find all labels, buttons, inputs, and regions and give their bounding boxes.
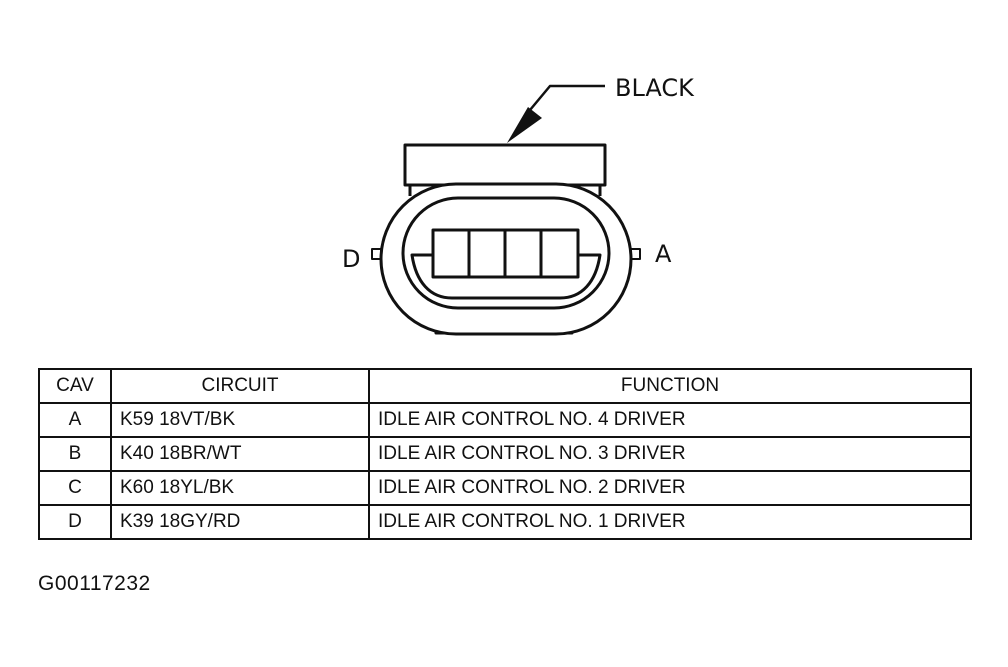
cell-function: IDLE AIR CONTROL NO. 3 DRIVER	[368, 436, 972, 472]
cell-circuit: K40 18BR/WT	[110, 436, 370, 472]
color-leader-line	[529, 84, 605, 111]
table-header-row: CAV CIRCUIT FUNCTION	[38, 368, 972, 404]
cavity-a-label: A	[655, 240, 672, 268]
cell-function: IDLE AIR CONTROL NO. 1 DRIVER	[368, 504, 972, 540]
connector-face	[401, 196, 611, 310]
cell-cav: C	[38, 470, 112, 506]
connector-color-label: BLACK	[615, 74, 695, 102]
header-cav: CAV	[38, 368, 112, 404]
cell-cav: B	[38, 436, 112, 472]
color-leader-arrow	[507, 107, 542, 143]
cell-cav: D	[38, 504, 112, 540]
cell-circuit: K39 18GY/RD	[110, 504, 370, 540]
connector-diagram: BLACK D A	[342, 74, 695, 336]
pinout-table: CAV CIRCUIT FUNCTION A K59 18VT/BK IDLE …	[38, 368, 972, 540]
cavity-a-marker	[630, 248, 641, 260]
cell-function: IDLE AIR CONTROL NO. 2 DRIVER	[368, 470, 972, 506]
table-row: A K59 18VT/BK IDLE AIR CONTROL NO. 4 DRI…	[38, 402, 972, 438]
cell-circuit: K59 18VT/BK	[110, 402, 370, 438]
header-circuit: CIRCUIT	[110, 368, 370, 404]
cell-cav: A	[38, 402, 112, 438]
connector-seal	[410, 253, 602, 300]
table-row: B K40 18BR/WT IDLE AIR CONTROL NO. 3 DRI…	[38, 436, 972, 472]
figure-id: G00117232	[38, 572, 151, 595]
cell-circuit: K60 18YL/BK	[110, 470, 370, 506]
header-function: FUNCTION	[368, 368, 972, 404]
terminal-cavities	[431, 228, 580, 279]
cell-function: IDLE AIR CONTROL NO. 4 DRIVER	[368, 402, 972, 438]
connector-latch	[403, 143, 607, 187]
cavity-d-marker	[371, 248, 382, 260]
table-row: D K39 18GY/RD IDLE AIR CONTROL NO. 1 DRI…	[38, 504, 972, 540]
cavity-d-label: D	[342, 245, 360, 273]
table-row: C K60 18YL/BK IDLE AIR CONTROL NO. 2 DRI…	[38, 470, 972, 506]
